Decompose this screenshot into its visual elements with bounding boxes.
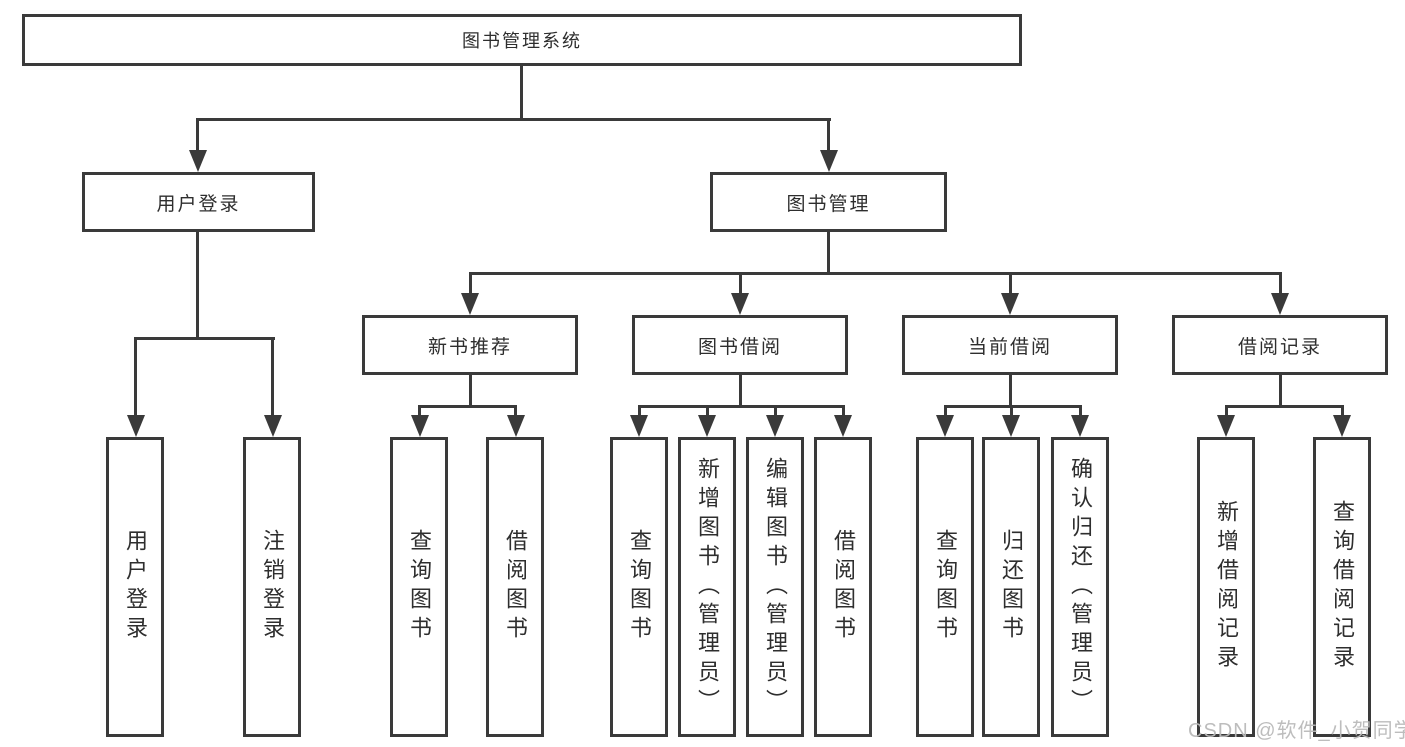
leaf-bb-borrow-book-label: 借阅图书 [831,529,856,645]
node-new-book-rec: 新书推荐 [362,315,578,375]
connector-userlogin-hline [134,337,275,340]
node-user-login-label: 用户登录 [156,193,241,215]
node-user-login: 用户登录 [82,172,315,232]
leaf-logout: 注销登录 [243,437,301,737]
leaf-cb-return-book: 归还图书 [982,437,1040,737]
node-borrow-records: 借阅记录 [1172,315,1388,375]
arrow-down-icon [461,293,479,315]
connector-stem-br-query [1341,405,1344,417]
connector-bookmgmt-hline [469,272,1282,275]
arrow-down-icon [1271,293,1289,315]
arrow-down-icon [731,293,749,315]
connector-stem-bb-edit [774,405,777,417]
leaf-cb-return-book-label: 归还图书 [999,529,1024,645]
leaf-logout-label: 注销登录 [260,529,285,645]
node-book-mgmt: 图书管理 [710,172,947,232]
connector-userlogin-vline [196,232,199,337]
leaf-bb-borrow-book: 借阅图书 [814,437,872,737]
arrow-down-icon [630,415,648,437]
leaf-br-query-record-label: 查询借阅记录 [1330,500,1355,674]
connector-stem-leaf-user-login [134,337,137,417]
connector-stem-bb-add [706,405,709,417]
leaf-bb-query-book-label: 查询图书 [627,529,652,645]
arrow-down-icon [507,415,525,437]
arrow-down-icon [834,415,852,437]
node-current-borrow-label: 当前借阅 [967,336,1052,358]
leaf-bb-edit-book: 编辑图书（管理员） [746,437,804,737]
connector-stem-br-add [1225,405,1228,417]
connector-stem-book-borrow [739,272,742,295]
node-new-book-rec-label: 新书推荐 [427,336,512,358]
connector-br-vline [1279,375,1282,405]
connector-stem-book-mgmt [827,118,830,152]
connector-stem-user-login [196,118,199,152]
leaf-br-add-record-label: 新增借阅记录 [1214,500,1239,674]
connector-bookmgmt-vline [827,232,830,272]
connector-stem-current-borrow [1009,272,1012,295]
connector-bb-hline [638,405,845,408]
arrow-down-icon [698,415,716,437]
connector-br-hline [1225,405,1344,408]
arrow-down-icon [1002,415,1020,437]
connector-stem-bb-query [638,405,641,417]
connector-cb-vline [1009,375,1012,405]
node-root-label: 图书管理系统 [462,31,582,51]
connector-root-vline [520,66,523,118]
arrow-down-icon [936,415,954,437]
leaf-cb-query-book: 查询图书 [916,437,974,737]
arrow-down-icon [1071,415,1089,437]
arrow-down-icon [766,415,784,437]
connector-stem-leaf-logout [271,337,274,417]
arrow-down-icon [1217,415,1235,437]
connector-cb-hline [944,405,1082,408]
connector-rec-hline [418,405,517,408]
connector-stem-cb-query [944,405,947,417]
node-borrow-records-label: 借阅记录 [1237,336,1322,358]
leaf-rec-query-book-label: 查询图书 [407,529,432,645]
leaf-br-add-record: 新增借阅记录 [1197,437,1255,737]
arrow-down-icon [264,415,282,437]
leaf-bb-query-book: 查询图书 [610,437,668,737]
node-book-borrow: 图书借阅 [632,315,848,375]
connector-stem-bb-borrow [842,405,845,417]
connector-rec-vline [469,375,472,405]
arrow-down-icon [820,150,838,172]
leaf-bb-add-book: 新增图书（管理员） [678,437,736,737]
leaf-cb-query-book-label: 查询图书 [933,529,958,645]
csdn-watermark: CSDN @软件_小贺同学 [1188,720,1405,742]
leaf-bb-add-book-label: 新增图书（管理员） [695,456,720,718]
connector-stem-new-book-rec [469,272,472,295]
node-current-borrow: 当前借阅 [902,315,1118,375]
connector-stem-cb-return [1010,405,1013,417]
connector-bb-vline [739,375,742,405]
node-root: 图书管理系统 [22,14,1022,66]
node-book-mgmt-label: 图书管理 [786,193,871,215]
connector-root-hline [196,118,831,121]
leaf-user-login: 用户登录 [106,437,164,737]
leaf-cb-confirm-return-label: 确认归还（管理员） [1068,456,1093,718]
leaf-bb-edit-book-label: 编辑图书（管理员） [763,456,788,718]
leaf-rec-query-book: 查询图书 [390,437,448,737]
connector-stem-borrow-records [1279,272,1282,295]
leaf-user-login-label: 用户登录 [123,529,148,645]
leaf-rec-borrow-book: 借阅图书 [486,437,544,737]
arrow-down-icon [127,415,145,437]
arrow-down-icon [411,415,429,437]
arrow-down-icon [189,150,207,172]
arrow-down-icon [1001,293,1019,315]
leaf-br-query-record: 查询借阅记录 [1313,437,1371,737]
connector-stem-rec-borrow [514,405,517,417]
leaf-cb-confirm-return: 确认归还（管理员） [1051,437,1109,737]
leaf-rec-borrow-book-label: 借阅图书 [503,529,528,645]
arrow-down-icon [1333,415,1351,437]
connector-stem-cb-confirm [1079,405,1082,417]
node-book-borrow-label: 图书借阅 [697,336,782,358]
connector-stem-rec-query [418,405,421,417]
